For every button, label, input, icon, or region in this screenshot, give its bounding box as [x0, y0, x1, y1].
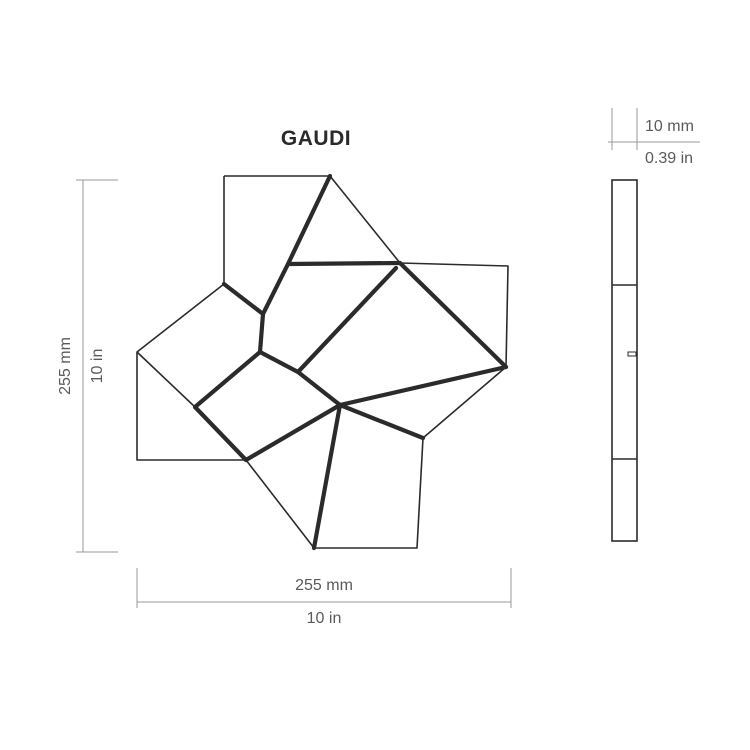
cut-upper-spine — [257, 173, 333, 355]
side-profile-body — [611, 179, 638, 542]
height-mm-label: 255 mm — [57, 337, 74, 395]
cut-diagonal-right — [397, 260, 509, 370]
width-mm-label: 255 mm — [295, 577, 353, 594]
cut-center-diag — [295, 265, 399, 375]
thickness-dimension — [608, 108, 700, 150]
cut-left-notch — [221, 281, 266, 317]
cut-bottom-left — [243, 402, 343, 463]
thickness-mm-label: 10 mm — [645, 118, 694, 135]
thickness-in-label: 0.39 in — [645, 150, 693, 167]
height-in-label: 10 in — [89, 349, 106, 384]
tile-title: GAUDI — [281, 127, 351, 150]
cut-upper-bar — [285, 260, 403, 267]
cut-bottom-vertical — [311, 402, 343, 551]
side-profile — [611, 179, 638, 542]
cut-center-mid — [257, 349, 343, 408]
width-dimension — [136, 568, 512, 608]
edge-left-inner — [136, 351, 196, 408]
cut-center-left — [192, 349, 263, 463]
width-in-label: 10 in — [307, 610, 342, 627]
cut-bottom-right — [337, 402, 426, 441]
tile-cuts — [192, 173, 509, 551]
side-profile-notch — [627, 351, 637, 357]
cut-right-bar — [337, 364, 509, 408]
height-dimension — [76, 179, 118, 553]
